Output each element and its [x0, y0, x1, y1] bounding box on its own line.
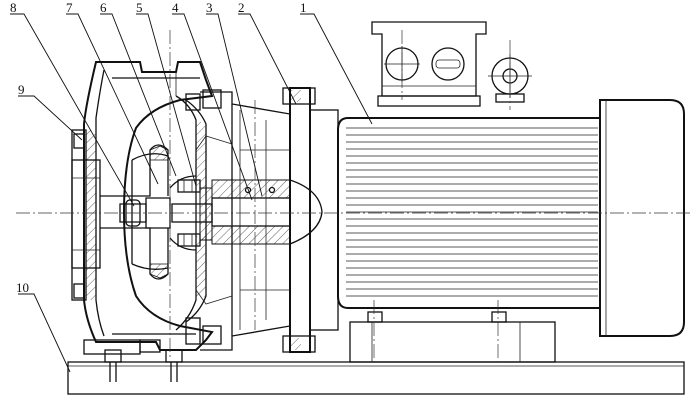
callout-2: 2: [238, 0, 245, 15]
motor-flange: [282, 87, 339, 353]
callout-3: 3: [206, 0, 213, 15]
suction-flange: [71, 129, 101, 301]
bearing-frame: [185, 89, 291, 351]
leader-8: [10, 13, 135, 207]
volute-casing: [71, 61, 214, 355]
callout-6: 6: [100, 0, 107, 15]
leader-10: [18, 293, 71, 373]
callout-labels: 1 2 3 4 5 6 7 8 9 10: [10, 0, 307, 295]
motor-foot: [349, 321, 556, 363]
shaft-and-coupling: [171, 179, 323, 245]
callout-10: 10: [16, 280, 29, 295]
leader-4: [172, 13, 253, 201]
impeller: [100, 144, 171, 280]
mechanical-seal: [177, 179, 201, 247]
callout-4: 4: [172, 0, 179, 15]
casing-cover: [169, 95, 207, 331]
leader-1: [300, 13, 373, 125]
motor-cooling-fins: [346, 127, 598, 297]
motor-end-cap: [599, 99, 685, 337]
leader-9: [18, 95, 83, 141]
base-plate: [67, 349, 685, 395]
leader-lines: [10, 13, 373, 373]
callout-7: 7: [66, 0, 73, 15]
callout-1: 1: [300, 0, 307, 15]
motor: [337, 21, 685, 363]
leader-7: [66, 13, 159, 185]
leader-3: [206, 13, 263, 197]
leader-2: [238, 13, 297, 105]
callout-9: 9: [18, 82, 25, 97]
leader-5: [136, 13, 197, 187]
center-lines: [16, 30, 690, 362]
terminal-box: [371, 21, 487, 107]
callout-5: 5: [136, 0, 143, 15]
callout-8: 8: [10, 0, 17, 15]
leader-6: [100, 13, 177, 177]
